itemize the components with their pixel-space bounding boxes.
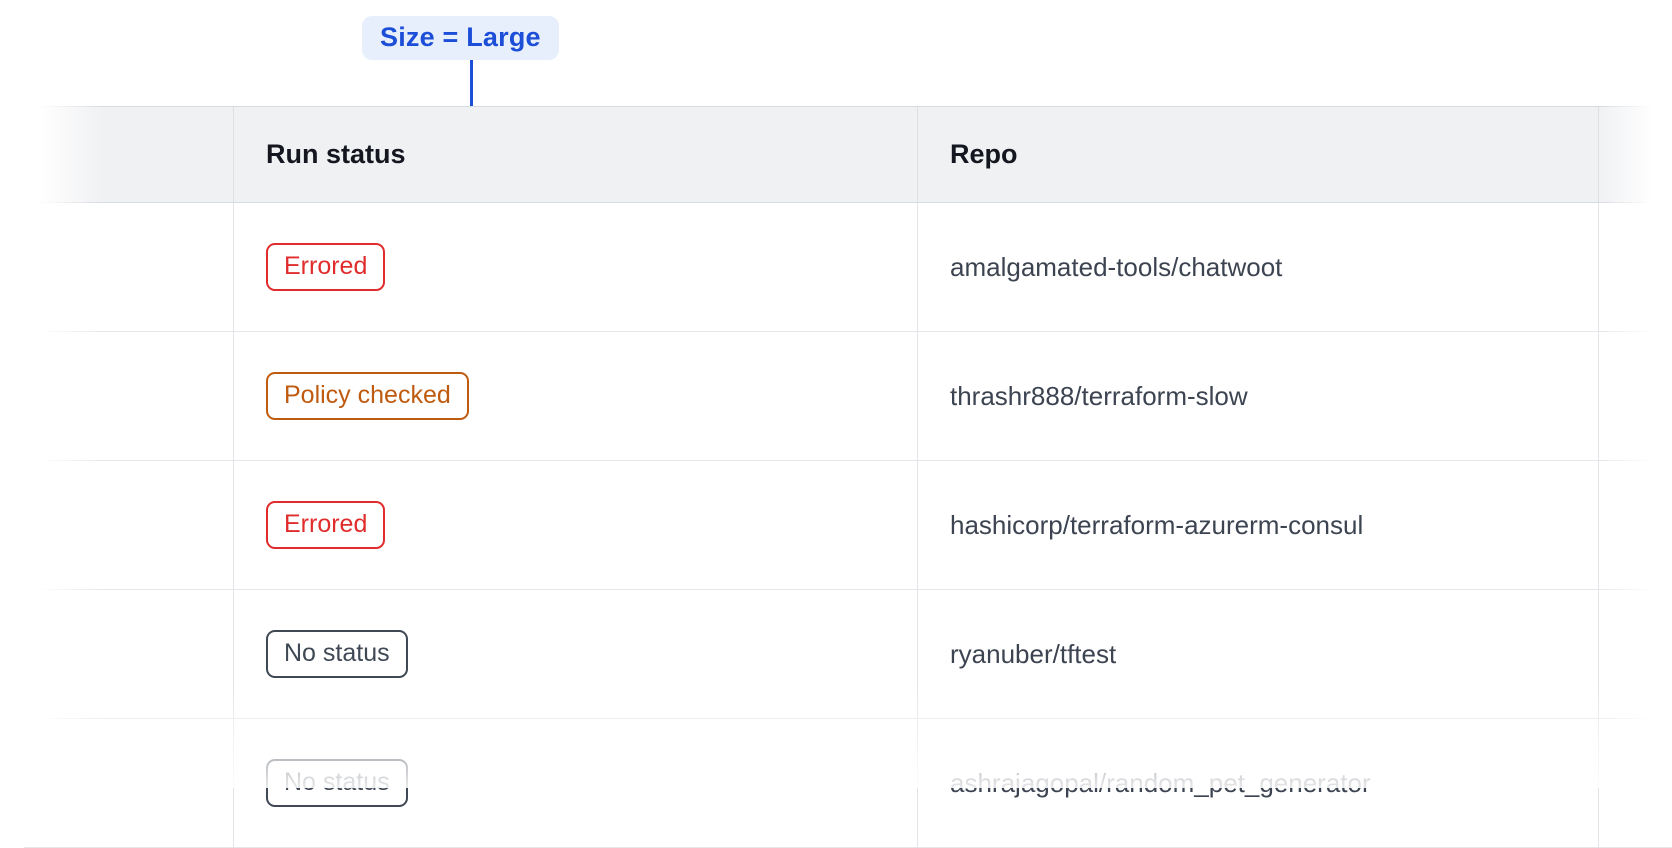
table-header-row: Run status Repo <box>24 107 1672 203</box>
row-cell-blank <box>24 719 233 847</box>
row-cell-run-status: No status <box>233 719 917 847</box>
row-cell-overflow <box>1598 461 1672 589</box>
header-cell-repo: Repo <box>917 107 1598 202</box>
header-cell-blank <box>24 107 233 202</box>
run-status-badge: No status <box>266 630 408 678</box>
row-cell-blank <box>24 203 233 331</box>
table-row[interactable]: Policy checked thrashr888/terraform-slow <box>24 332 1672 461</box>
row-cell-blank <box>24 461 233 589</box>
header-cell-run-status: Run status <box>233 107 917 202</box>
row-cell-run-status: No status <box>233 590 917 718</box>
row-cell-repo: amalgamated-tools/chatwoot <box>917 203 1598 331</box>
table-body: Errored amalgamated-tools/chatwoot Polic… <box>24 203 1672 848</box>
run-status-badge: Policy checked <box>266 372 469 420</box>
table-row[interactable]: Errored hashicorp/terraform-azurerm-cons… <box>24 461 1672 590</box>
table-row[interactable]: Errored amalgamated-tools/chatwoot <box>24 203 1672 332</box>
row-cell-run-status: Errored <box>233 203 917 331</box>
row-cell-blank <box>24 590 233 718</box>
row-cell-overflow <box>1598 590 1672 718</box>
row-cell-overflow <box>1598 719 1672 847</box>
row-cell-repo: hashicorp/terraform-azurerm-consul <box>917 461 1598 589</box>
run-status-badge: No status <box>266 759 408 807</box>
table-row[interactable]: No status ryanuber/tftest <box>24 590 1672 719</box>
runs-table: Run status Repo Errored amalgamated-tool… <box>24 106 1672 848</box>
row-cell-overflow <box>1598 332 1672 460</box>
row-cell-overflow <box>1598 203 1672 331</box>
row-cell-repo: thrashr888/terraform-slow <box>917 332 1598 460</box>
screenshot-canvas: Size = Large Run status Repo Errored ama… <box>0 16 1672 848</box>
row-cell-repo: ryanuber/tftest <box>917 590 1598 718</box>
row-cell-repo: ashrajagopal/random_pet_generator <box>917 719 1598 847</box>
table-row[interactable]: No status ashrajagopal/random_pet_genera… <box>24 719 1672 848</box>
run-status-badge: Errored <box>266 501 386 549</box>
row-cell-run-status: Errored <box>233 461 917 589</box>
annotation-size-label: Size = Large <box>362 16 559 60</box>
row-cell-run-status: Policy checked <box>233 332 917 460</box>
run-status-badge: Errored <box>266 243 386 291</box>
header-cell-overflow <box>1598 107 1672 202</box>
row-cell-blank <box>24 332 233 460</box>
